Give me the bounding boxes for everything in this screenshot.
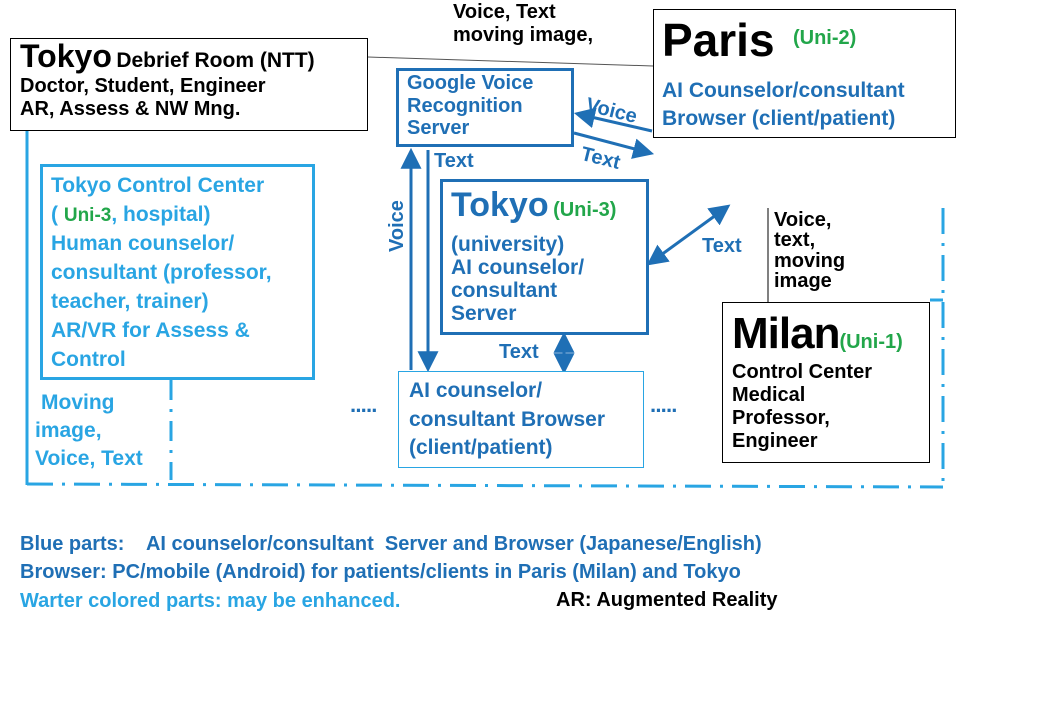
control-center-line: Human counselor/ [51,231,235,255]
paris-to-google-voice-arrow [573,107,653,133]
ellipsis-left: ····· [350,398,379,423]
paris-box [653,9,956,138]
ai-browser-line: AI counselor/ [409,379,543,402]
google-voice-to-paris-arrow [573,131,655,159]
paris-city: Paris [662,14,775,66]
tokyo-ai-server-line: Server [451,302,517,326]
tokyo-ai-server-city: Tokyo [451,186,549,224]
tokyo-media-label: Moving image, Voice, Text [35,389,143,473]
top-media-label: Voice, Text moving image, [453,1,593,47]
control-center-after-uni: , hospital) [111,202,211,226]
ai-browser-label: AI counselor/ consultant Browser (client… [409,377,605,463]
tokyo-control-center-label: Tokyo Control Center ( Uni-3, hospital) … [51,172,272,375]
tokyo-ai-server-box [440,179,649,335]
paris-uni-badge: (Uni-2) [792,27,857,49]
control-center-line: consultant (professor, [51,260,272,284]
ellipsis-right: ····· [650,398,679,423]
milan-line: Control Center [732,361,872,383]
legend-browser: Browser: PC/mobile (Android) for patient… [20,561,741,583]
ai-browser-line: (client/patient) [409,436,553,460]
google-voice-line: Server [407,117,470,140]
control-center-line: teacher, trainer) [51,289,209,313]
tokyo-debrief-title: Tokyo Debrief Room (NTT) [20,38,315,75]
milan-box [722,302,930,463]
tokyo-ai-server-line: (university) [451,233,565,256]
tokyo-debrief-details: Doctor, Student, Engineer AR, Assess & N… [20,75,266,121]
tokyo-media-line: Moving [41,391,115,414]
milan-media-line: image [774,270,832,293]
google-voice-server-label: Google Voice Recognition Server [407,72,533,140]
control-center-line: Tokyo Control Center [51,174,265,197]
tokyo-control-center-box [40,164,315,380]
paris-line: AI Counselor/consultant [662,79,905,102]
milan-city: Milan [732,309,840,358]
google-voice-line: Google Voice [407,72,534,94]
tokyo-ai-server-title: Tokyo (Uni-3) [451,186,616,225]
legend-blue-parts: Blue parts: AI counselor/consultant Serv… [20,533,762,555]
paris-details: AI Counselor/consultant Browser (client/… [662,77,905,134]
tokyo-debrief-title-rest: Debrief Room (NTT) [116,49,315,72]
tokyo-debrief-line: AR, Assess & NW Mng. [20,98,241,120]
text-browser-link-label: Text [499,341,539,363]
milan-line: Engineer [732,430,818,452]
google-voice-server-box [396,68,574,147]
milan-details: Control Center Medical Professor, Engine… [732,361,872,453]
paris-title: Paris (Uni-2) [662,14,856,67]
tokyo-ai-server-details: (university) AI counselor/ consultant Se… [451,233,584,325]
legend-water-colored: Warter colored parts: may be enhanced. [20,590,401,612]
paris-line: Browser (client/patient) [662,107,896,131]
top-media-line: moving image, [453,24,594,46]
tokyo-ai-server-uni-badge: (Uni-3) [553,199,617,221]
google-voice-line: Recognition [407,94,523,117]
tokyo-media-line: image, [35,418,102,442]
text-google-down-label: Text [434,150,474,172]
milan-uni-badge: (Uni-1) [839,331,903,353]
milan-line: Medical [732,384,806,406]
milan-title: Milan(Uni-1) [732,309,903,360]
ai-browser-box [398,371,644,468]
control-center-uni-badge: Uni-3 [63,204,112,226]
milan-media-line: Voice, [774,209,832,231]
control-center-paren: ( [51,202,58,226]
tokyo-ai-server-line: consultant [451,279,558,303]
legend-ar-note: AR: Augmented Reality [556,589,778,611]
bottom-dashdot-line [26,482,944,489]
tokyo-milan-double-arrow [646,204,731,266]
ai-browser-line: consultant Browser [409,407,606,431]
control-center-uni-line: ( Uni-3, hospital) [51,201,272,230]
milan-line: Professor, [732,407,830,429]
tokyo-ai-server-line: AI counselor/ [451,256,585,280]
tokyo-debrief-room-box [10,38,368,131]
text-milan-link-label: Text [702,235,742,257]
milan-media-line: text, [774,229,816,252]
control-center-line: Control [51,347,126,371]
tokyo-debrief-city: Tokyo [20,38,112,74]
control-center-line: AR/VR for Assess & [51,318,250,342]
milan-media-label: Voice, text, moving image [774,210,845,292]
milan-media-line: moving [774,249,846,272]
tokyo-debrief-line: Doctor, Student, Engineer [20,75,266,97]
debrief-to-paris-line [367,56,654,67]
top-media-line: Voice, Text [453,1,556,23]
tokyo-media-line: Voice, Text [35,446,143,470]
voice-vertical-label: Voice [386,200,408,252]
